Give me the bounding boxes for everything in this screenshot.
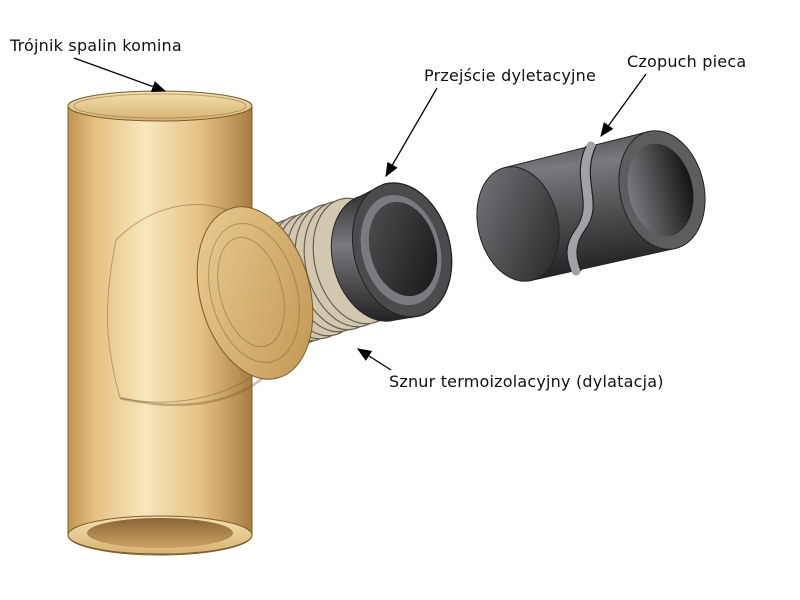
flue-seam-gap	[567, 141, 596, 276]
flue-left-cap	[476, 166, 560, 282]
tee-branch-opening	[196, 206, 314, 380]
label-transition: Przejście dyletacyjne	[424, 66, 597, 85]
label-flue: Czopuch pieca	[627, 52, 747, 71]
annotation-arrows	[73, 57, 647, 371]
flue-right-hole	[627, 143, 694, 237]
tee-branch-cone	[106, 204, 291, 403]
label-tee: Trójnik spalin komina	[10, 36, 182, 55]
tee-top-cap	[67, 90, 253, 122]
dilatation-collar	[330, 182, 453, 322]
flue-seam-edge-left	[566, 145, 587, 272]
arrow-to-cord	[356, 348, 392, 371]
branch-opening-outer	[196, 206, 314, 380]
chimney-tee	[67, 90, 291, 556]
tee-bottom-opening	[87, 518, 233, 548]
tee-cone-shadow-line	[119, 371, 271, 407]
flue-pipe	[476, 130, 706, 282]
label-cord: Sznur termoizolacyjny (dylatacja)	[389, 372, 664, 391]
branch-opening-rim-line	[208, 223, 300, 363]
arrow-to-tee	[73, 57, 167, 93]
branch-opening-hole	[217, 236, 285, 348]
arrow-to-flue	[600, 73, 647, 138]
flue-seam-edge-right	[576, 145, 597, 272]
tee-top-cap-rim-line	[73, 93, 247, 119]
arrow-to-transition	[385, 87, 438, 178]
collar-hole	[368, 201, 438, 297]
